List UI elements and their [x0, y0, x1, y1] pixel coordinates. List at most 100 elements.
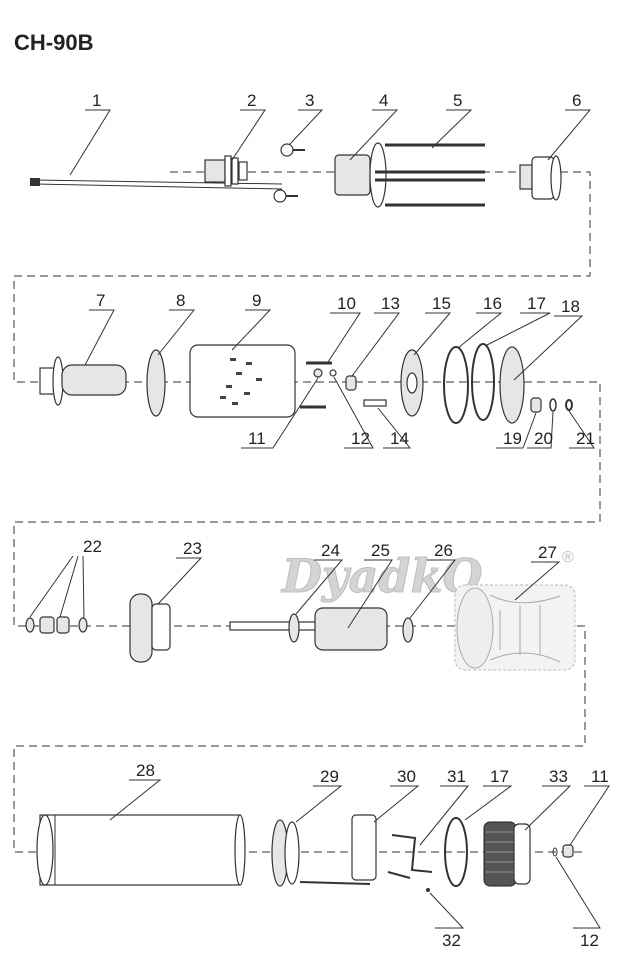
part-number-label: 13 [381, 294, 400, 313]
leader-line [333, 376, 374, 449]
leader-line [84, 309, 115, 366]
assembly-line-1 [13, 171, 601, 853]
part-8-disc [146, 349, 166, 417]
part-number-label: 5 [453, 91, 462, 110]
leader-line [457, 312, 503, 349]
leader-line [289, 109, 324, 145]
leader-line [327, 312, 361, 363]
part-number-label: 4 [379, 91, 388, 110]
part-number-label: 10 [337, 294, 356, 313]
leader-line [513, 315, 584, 381]
leader-line [555, 856, 601, 929]
part-33-bottom-base [483, 821, 531, 887]
part-20-washer [549, 398, 557, 412]
part-10-screws [300, 361, 332, 409]
leader-line [547, 109, 592, 161]
part-number-label: 11 [248, 429, 266, 448]
part-number-label: 21 [576, 429, 595, 448]
model-title: CH-90B [14, 30, 94, 55]
part-9-strainer [189, 344, 296, 418]
leader-line [295, 785, 343, 823]
leader-line [347, 559, 393, 629]
part-11-nut [313, 368, 323, 378]
leader-line [464, 785, 513, 821]
part-number-label: 30 [397, 767, 416, 786]
leader-line [527, 411, 554, 449]
part-13-bushing [345, 375, 357, 391]
part-number-label: 28 [136, 761, 155, 780]
part-number-label: 8 [176, 291, 185, 310]
part-number-label: 31 [447, 767, 466, 786]
part-number-label: 12 [351, 429, 370, 448]
part-4-top-cover [334, 142, 387, 208]
part-16-o-ring [443, 346, 469, 424]
leader-line [69, 109, 111, 176]
leader-line [109, 779, 162, 821]
part-2-cable-gland [204, 155, 248, 187]
leader-line [157, 309, 196, 356]
leader-line [429, 892, 465, 929]
part-23-bearing-housing [129, 593, 171, 663]
part-15-impeller [400, 349, 424, 417]
part-number-label: 29 [320, 767, 339, 786]
part-25-rotor [314, 607, 388, 651]
watermark-registered: ® [562, 549, 574, 566]
leader-line [568, 410, 595, 449]
part-14-pin [363, 399, 387, 407]
part-1-cable [30, 178, 283, 190]
leader-line [431, 109, 473, 149]
part-number-label: 32 [442, 931, 461, 950]
part-18-plate [499, 346, 525, 424]
leader-line [351, 312, 400, 377]
part-number-label: 19 [503, 429, 522, 448]
leader-line [157, 557, 203, 605]
part-number-label: 3 [305, 91, 314, 110]
part-19-bearing [530, 397, 542, 413]
part-number-label: 15 [432, 294, 451, 313]
part-number-label: 18 [561, 297, 580, 316]
part-22-seals [25, 616, 88, 634]
part-12b-washer [552, 847, 558, 857]
leader-line [409, 559, 457, 619]
part-6-outlet [519, 155, 562, 201]
leader-line [373, 785, 420, 823]
part-28-motor-casing [36, 814, 246, 886]
part-number-label: 25 [371, 541, 390, 560]
part-number-label: 12 [580, 931, 599, 950]
part-number-label: 1 [92, 91, 101, 110]
part-5-rods [375, 143, 485, 207]
part-number-label: 2 [247, 91, 256, 110]
leader-line [349, 109, 399, 161]
part-21-ring [565, 399, 573, 411]
part-7-pump-shaft [39, 356, 127, 406]
leader-line [484, 312, 551, 347]
part-number-label: 6 [572, 91, 581, 110]
part-number-label: 27 [538, 543, 557, 562]
part-number-label: 11 [591, 767, 609, 786]
part-number-label: 7 [96, 291, 105, 310]
leader-line [295, 559, 344, 615]
part-26-bearing [402, 617, 414, 643]
part-number-label: 23 [183, 539, 202, 558]
part-27-stator [454, 584, 576, 671]
part-32-screw [426, 888, 430, 892]
leader-line [377, 407, 412, 449]
leader-line [419, 785, 470, 846]
part-number-label: 9 [252, 291, 261, 310]
part-17b-o-ring [444, 817, 468, 887]
leader-line [29, 555, 85, 619]
part-31-bracket [387, 834, 433, 879]
part-number-label: 20 [534, 429, 553, 448]
part-30-capacitor [299, 814, 377, 885]
part-number-label: 17 [490, 767, 509, 786]
leader-line [231, 309, 272, 351]
part-number-label: 16 [483, 294, 502, 313]
leader-line [569, 785, 610, 846]
part-12-washer [329, 369, 337, 377]
leader-line [496, 412, 537, 449]
leader-line [413, 312, 452, 356]
part-29-end-disc [271, 819, 300, 887]
part-number-label: 33 [549, 767, 568, 786]
part-24-shaft [229, 613, 331, 643]
